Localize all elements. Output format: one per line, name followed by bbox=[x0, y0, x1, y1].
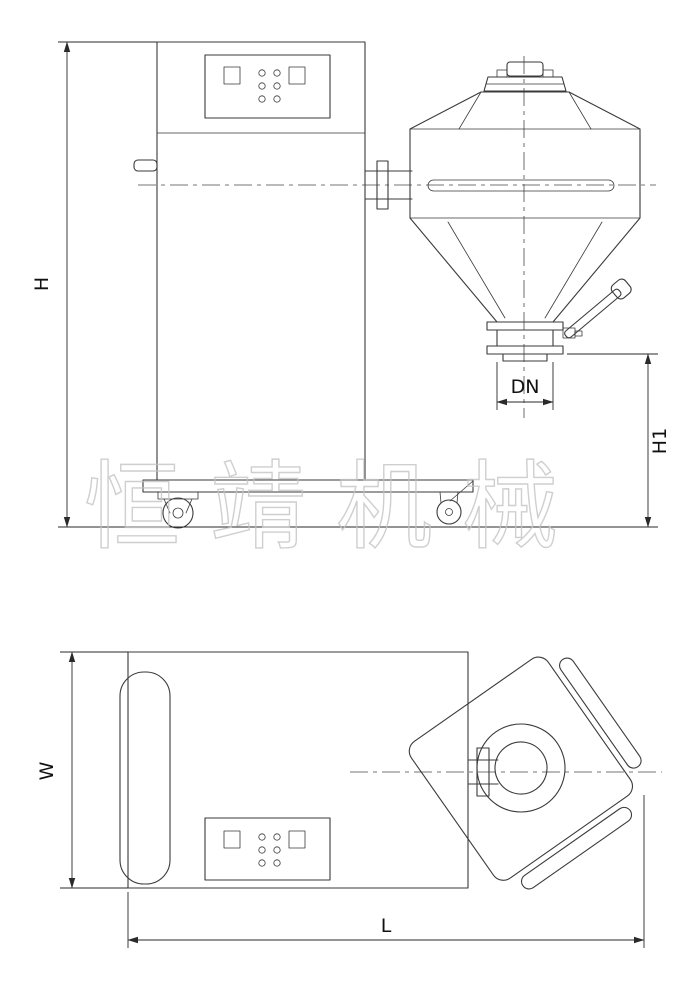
caster-right bbox=[436, 491, 462, 525]
panel-button bbox=[273, 846, 281, 854]
outlet-flange-lower bbox=[486, 345, 564, 355]
panel-button bbox=[258, 95, 266, 103]
panel-display-left bbox=[223, 830, 241, 849]
base-frame bbox=[142, 479, 474, 529]
lid-flange bbox=[483, 76, 567, 92]
lid-assembly bbox=[483, 61, 567, 92]
dimension-w: W bbox=[36, 651, 128, 889]
plan-control-panel bbox=[204, 817, 331, 881]
panel-button bbox=[273, 82, 281, 90]
valve-body bbox=[496, 329, 554, 347]
caster-left bbox=[157, 491, 199, 529]
push-handle bbox=[119, 671, 171, 885]
drive-shaft bbox=[364, 160, 413, 210]
front-elevation-view: H H1 DN 恒靖机械 bbox=[31, 41, 671, 564]
dimension-dn-label: DN bbox=[511, 376, 540, 398]
lid-clamp-lug bbox=[542, 69, 554, 78]
dimension-dn: DN bbox=[496, 362, 554, 410]
panel-display-left bbox=[223, 66, 241, 85]
dimension-h: H bbox=[31, 41, 157, 528]
discharge-valve bbox=[486, 278, 632, 362]
valve-handle bbox=[564, 278, 632, 339]
shaft-flange bbox=[376, 160, 389, 210]
top-plan-view: W L bbox=[36, 651, 662, 948]
mixing-baffle bbox=[427, 179, 615, 192]
panel-button bbox=[273, 95, 281, 103]
plan-machine-body bbox=[119, 651, 469, 889]
panel-display-right bbox=[288, 830, 306, 849]
outlet-flange-upper bbox=[486, 321, 564, 331]
dimension-h-label: H bbox=[31, 277, 53, 291]
dimension-h1: H1 bbox=[567, 353, 671, 528]
lid-cap bbox=[506, 61, 544, 77]
dimension-l: L bbox=[127, 795, 645, 948]
panel-button bbox=[258, 833, 266, 841]
valve-handle-grip bbox=[610, 278, 632, 300]
dimension-h1-label: H1 bbox=[649, 428, 671, 454]
watermark-text: 恒靖机械 bbox=[84, 451, 588, 563]
panel-button bbox=[273, 833, 281, 841]
control-panel bbox=[204, 54, 331, 119]
bin-frame-rail bbox=[559, 657, 642, 769]
panel-button bbox=[258, 846, 266, 854]
panel-button bbox=[258, 82, 266, 90]
dimension-l-label: L bbox=[381, 915, 392, 937]
panel-button bbox=[258, 859, 266, 867]
bin-frame-rail bbox=[520, 806, 633, 890]
plan-mixing-vessel bbox=[408, 656, 642, 890]
outlet-stub bbox=[502, 353, 548, 362]
bin-port-outer bbox=[476, 723, 566, 813]
panel-button bbox=[273, 859, 281, 867]
panel-button bbox=[273, 69, 281, 77]
bin-body bbox=[408, 656, 634, 881]
lid-clamp-lug bbox=[496, 69, 508, 78]
side-handle bbox=[133, 159, 158, 172]
panel-display-right bbox=[288, 66, 306, 85]
panel-button bbox=[258, 69, 266, 77]
dimension-w-label: W bbox=[36, 761, 58, 780]
mixing-vessel bbox=[409, 91, 641, 323]
bin-port-inner bbox=[494, 741, 548, 795]
